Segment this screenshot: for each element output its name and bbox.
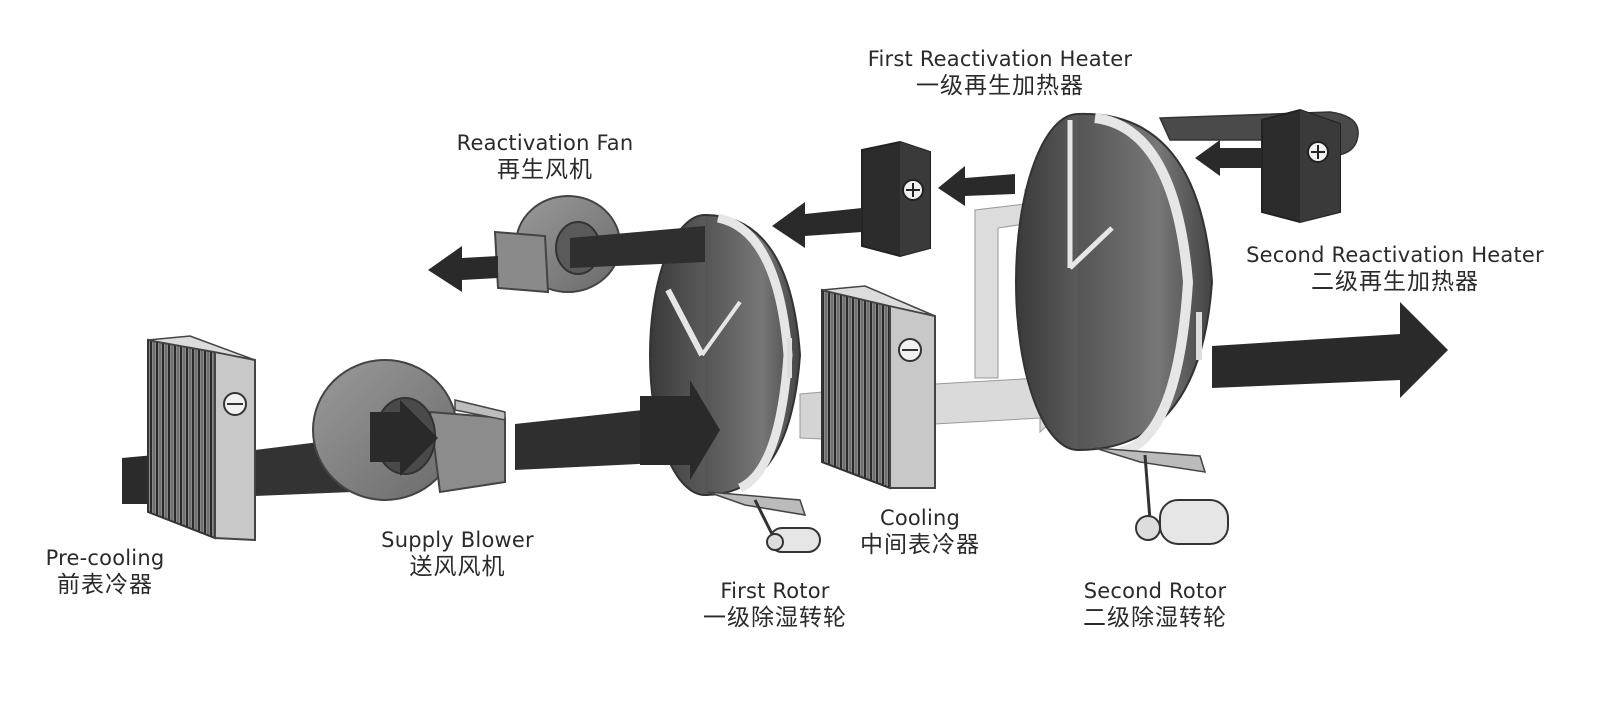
- label-pre-cooling-en: Pre-cooling: [45, 546, 165, 570]
- label-reactivation-fan: Reactivation Fan 再生风机: [440, 130, 650, 185]
- label-supply-blower-cn: 送风风机: [409, 554, 506, 581]
- label-pre-cooling-cn: 前表冷器: [57, 572, 153, 599]
- label-second-rotor-en: Second Rotor: [1083, 579, 1227, 603]
- label-second-reactivation-heater-en: Second Reactivation Heater: [1246, 243, 1544, 267]
- label-first-reactivation-heater-cn: 一级再生加热器: [916, 73, 1084, 100]
- reactivation-fan: [493, 195, 705, 294]
- label-first-reactivation-heater: First Reactivation Heater 一级再生加热器: [850, 46, 1150, 101]
- label-pre-cooling: Pre-cooling 前表冷器: [30, 545, 180, 600]
- supply-blower: [312, 359, 506, 501]
- label-cooling-cn: 中间表冷器: [860, 532, 980, 559]
- output-air-arrow: [1212, 302, 1448, 398]
- label-reactivation-fan-en: Reactivation Fan: [456, 131, 634, 155]
- label-second-rotor: Second Rotor 二级除湿转轮: [1060, 578, 1250, 633]
- reactivation-exhaust-arrow: [428, 246, 498, 292]
- supply-arrow-head: [640, 380, 720, 480]
- label-first-rotor: First Rotor 一级除湿转轮: [680, 578, 870, 633]
- pre-cooling-coil: [147, 335, 256, 542]
- label-reactivation-fan-cn: 再生风机: [497, 157, 593, 184]
- first-reactivation-heater: [861, 140, 931, 258]
- label-second-reactivation-heater-cn: 二级再生加热器: [1311, 269, 1479, 296]
- cooling-coil: [821, 285, 936, 490]
- label-first-rotor-en: First Rotor: [720, 579, 830, 603]
- label-first-rotor-cn: 一级除湿转轮: [703, 605, 847, 632]
- second-reactivation-heater: [1158, 108, 1359, 224]
- label-supply-blower: Supply Blower 送风风机: [370, 527, 545, 582]
- label-cooling-en: Cooling: [879, 506, 961, 530]
- second-rotor: [1015, 112, 1229, 545]
- reactivation-return-arrow: [938, 166, 1015, 206]
- label-first-reactivation-heater-en: First Reactivation Heater: [867, 47, 1133, 71]
- label-second-reactivation-heater: Second Reactivation Heater 二级再生加热器: [1240, 242, 1550, 297]
- reactivation-heater-arrow: [772, 202, 862, 248]
- label-cooling: Cooling 中间表冷器: [845, 505, 995, 560]
- first-rotor: [649, 213, 821, 553]
- label-supply-blower-en: Supply Blower: [381, 528, 534, 552]
- label-second-rotor-cn: 二级除湿转轮: [1083, 605, 1227, 632]
